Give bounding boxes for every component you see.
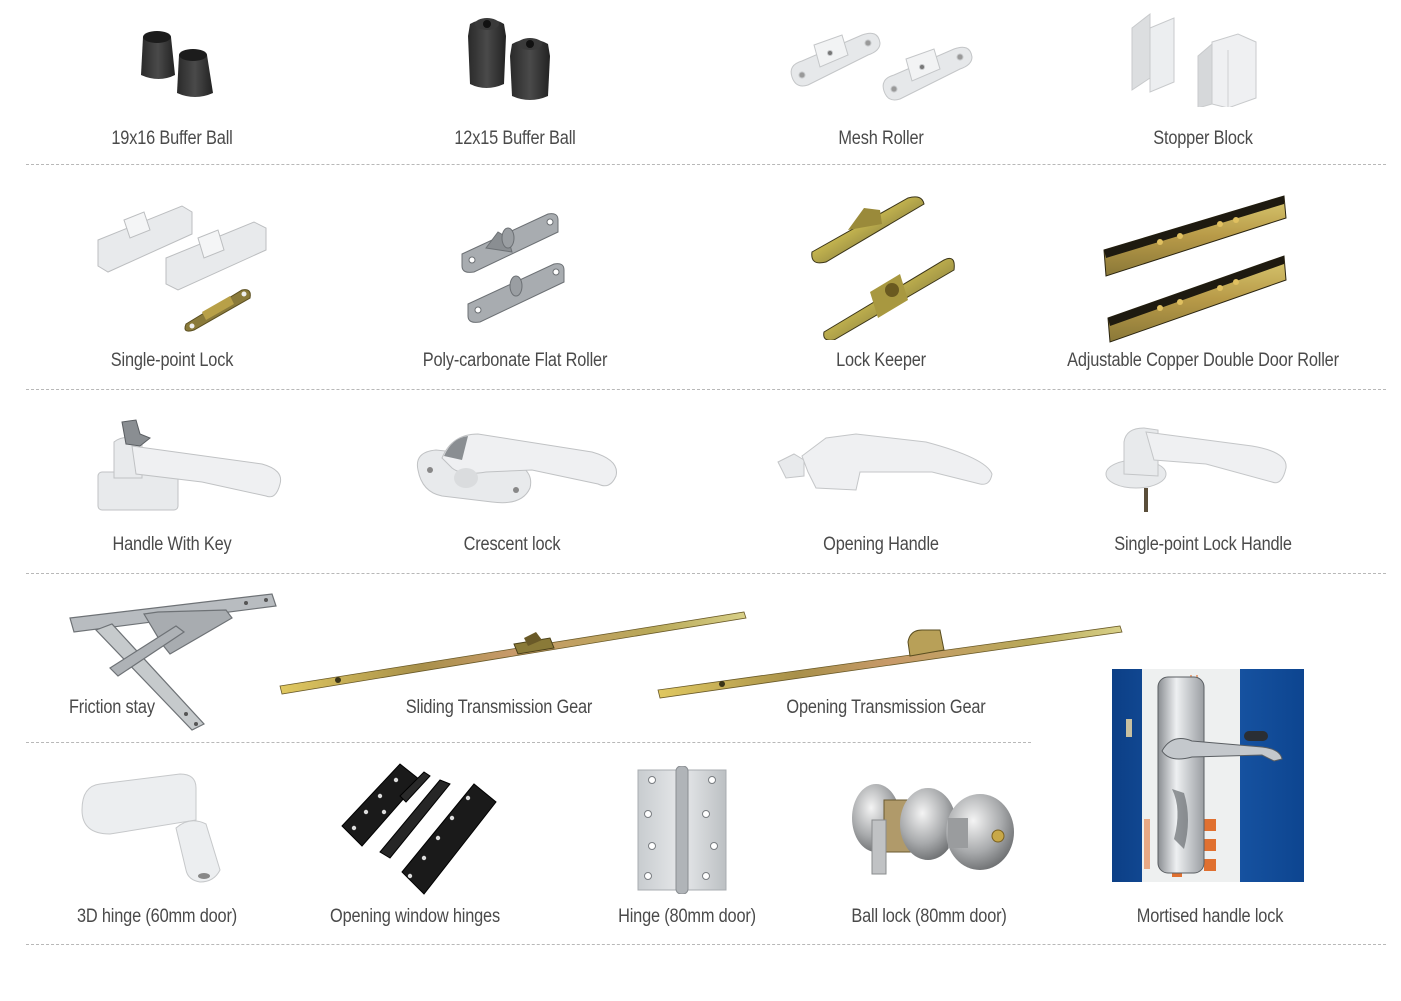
3d-hinge-icon <box>81 773 221 883</box>
door-roller-icon <box>1103 195 1287 343</box>
door-hinge-icon <box>637 766 727 894</box>
product-label: 19x16 Buffer Ball <box>111 128 233 149</box>
product-label: Single-point Lock Handle <box>1114 534 1292 555</box>
buffer-ball-icon <box>468 18 550 100</box>
product-label: Opening Transmission Gear <box>786 697 986 718</box>
mortise-lock-photo <box>1112 669 1304 882</box>
product-label: Opening Handle <box>823 534 939 555</box>
product-label: Friction stay <box>69 697 155 718</box>
product-label: Hinge (80mm door) <box>618 906 756 927</box>
window-hinge-icon <box>341 763 497 895</box>
row-divider <box>26 164 1386 165</box>
lock-handle-icon <box>1105 427 1287 512</box>
transmission-gear-icon <box>657 625 1123 699</box>
product-label: Opening window hinges <box>330 906 500 927</box>
product-label: Mortised handle lock <box>1136 906 1284 927</box>
friction-stay-icon <box>69 593 277 731</box>
row-divider <box>26 944 1386 945</box>
single-point-lock-icon <box>97 205 267 332</box>
product-label: Lock Keeper <box>836 350 926 371</box>
stopper-block-icon <box>1131 12 1257 107</box>
row-divider <box>26 573 1386 574</box>
product-label: Single-point Lock <box>110 350 234 371</box>
lock-keeper-icon <box>811 196 955 340</box>
product-label: Ball lock (80mm door) <box>851 906 1007 927</box>
ball-lock-icon <box>852 784 1014 875</box>
opening-handle-icon <box>777 433 993 491</box>
product-label: Mesh Roller <box>838 128 924 149</box>
product-label: Crescent lock <box>463 534 561 555</box>
row-divider <box>26 742 1031 743</box>
product-label: Handle With Key <box>112 534 232 555</box>
product-label: Sliding Transmission Gear <box>405 697 593 718</box>
crescent-lock-icon <box>416 433 617 504</box>
product-label: Stopper Block <box>1153 128 1253 149</box>
transmission-gear-icon <box>279 611 747 695</box>
product-label: 3D hinge (60mm door) <box>76 906 238 927</box>
handle-with-key-icon <box>97 419 282 511</box>
mesh-roller-icon <box>790 32 973 101</box>
row-divider <box>26 389 1386 390</box>
product-label: 12x15 Buffer Ball <box>454 128 576 149</box>
buffer-ball-icon <box>141 31 213 97</box>
product-label: Poly-carbonate Flat Roller <box>422 350 608 371</box>
product-label: Adjustable Copper Double Door Roller <box>1067 350 1339 371</box>
flat-roller-icon <box>461 213 565 323</box>
